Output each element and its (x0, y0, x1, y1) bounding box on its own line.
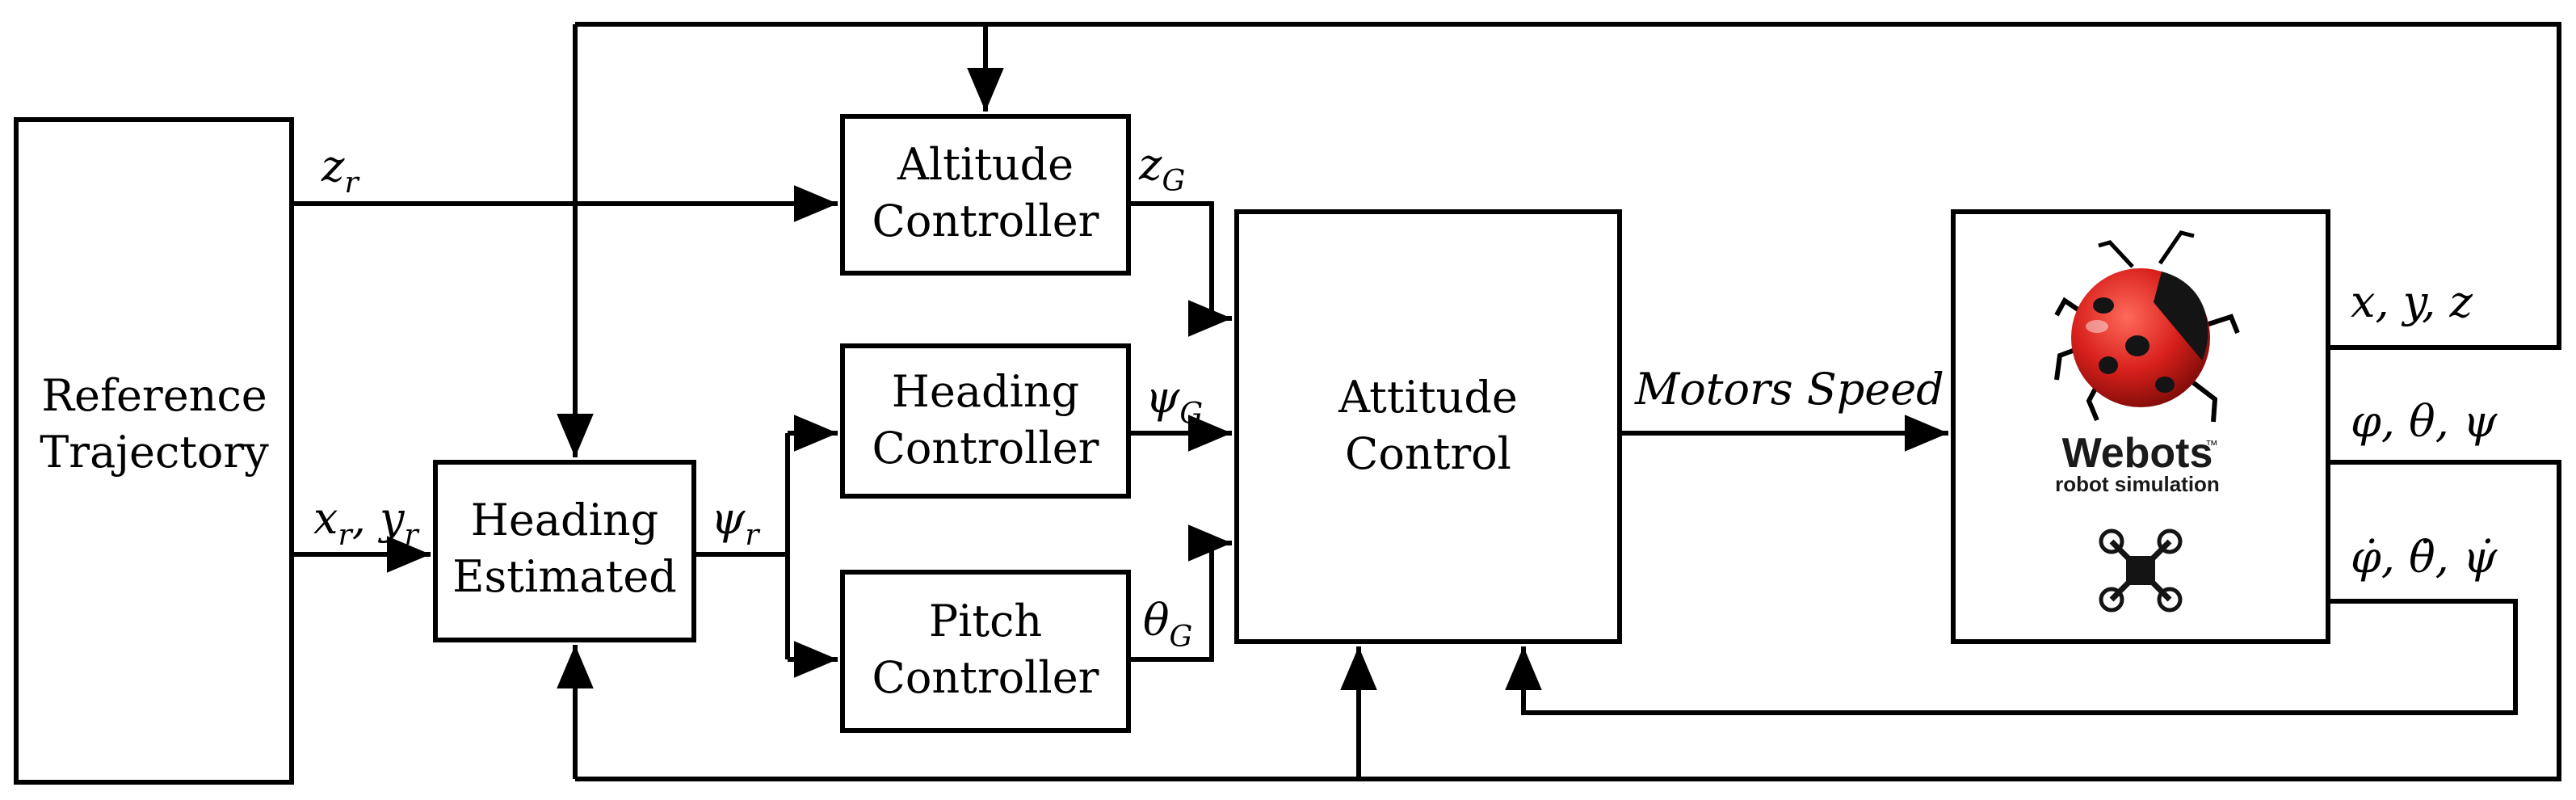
altitude-controller-label-line1: Altitude (897, 139, 1074, 190)
heading-controller-label-line1: Heading (892, 366, 1079, 417)
wire-zG (1128, 201, 1232, 337)
webots-title: Webots (2062, 430, 2213, 477)
webots-simulator-block: Webots ™ robot simulation (1951, 209, 2330, 644)
heading-estimated-label-line2: Estimated (452, 551, 677, 602)
heading-controller-block: Heading Controller (840, 343, 1131, 499)
wire-angles-out (575, 460, 2561, 781)
signal-rates-out-label: φ̇, θ̇, ψ̇ (2351, 532, 2498, 583)
signal-motors-speed-label: Motors Speed (1634, 364, 1944, 415)
heading-controller-label-line2: Controller (872, 423, 1099, 474)
signal-angles-out-label: φ, θ, ψ (2351, 396, 2498, 447)
quadcopter-icon (2099, 528, 2183, 613)
signal-xr-yr-label: xr, yr (313, 493, 420, 552)
pitch-controller-block: Pitch Controller (840, 570, 1131, 733)
webots-subtitle: robot simulation (2055, 472, 2220, 496)
heading-estimated-block: Heading Estimated (433, 460, 696, 642)
heading-estimated-label-line1: Heading (471, 495, 658, 545)
altitude-controller-block: Altitude Controller (840, 114, 1131, 276)
ladybug-icon (2054, 230, 2240, 423)
signal-zr-label: zr (321, 141, 359, 200)
reference-trajectory-label-line2: Trajectory (40, 427, 269, 478)
signal-position-out-label: x, y, z (2351, 276, 2473, 327)
attitude-control-block: Attitude Control (1234, 209, 1622, 644)
pitch-controller-label-line2: Controller (872, 652, 1099, 703)
attitude-control-label-line2: Control (1345, 428, 1511, 479)
signal-psir-label: ψr (711, 493, 760, 552)
wire-rates-out (1505, 599, 2518, 715)
reference-trajectory-block: Reference Trajectory (14, 117, 294, 785)
webots-trademark: ™ (2205, 439, 2218, 453)
wire-thetaG (1128, 524, 1232, 662)
reference-trajectory-label-line1: Reference (41, 370, 267, 421)
signal-thetaG-label: θG (1143, 595, 1192, 654)
pitch-controller-label-line1: Pitch (929, 596, 1042, 646)
signal-zG-label: zG (1138, 139, 1185, 198)
wire-xyz-out (575, 22, 2561, 350)
signal-psiG-label: ψG (1145, 372, 1203, 431)
signal-wires (292, 22, 2561, 781)
attitude-control-label-line1: Attitude (1338, 372, 1518, 423)
altitude-controller-label-line2: Controller (872, 196, 1099, 246)
